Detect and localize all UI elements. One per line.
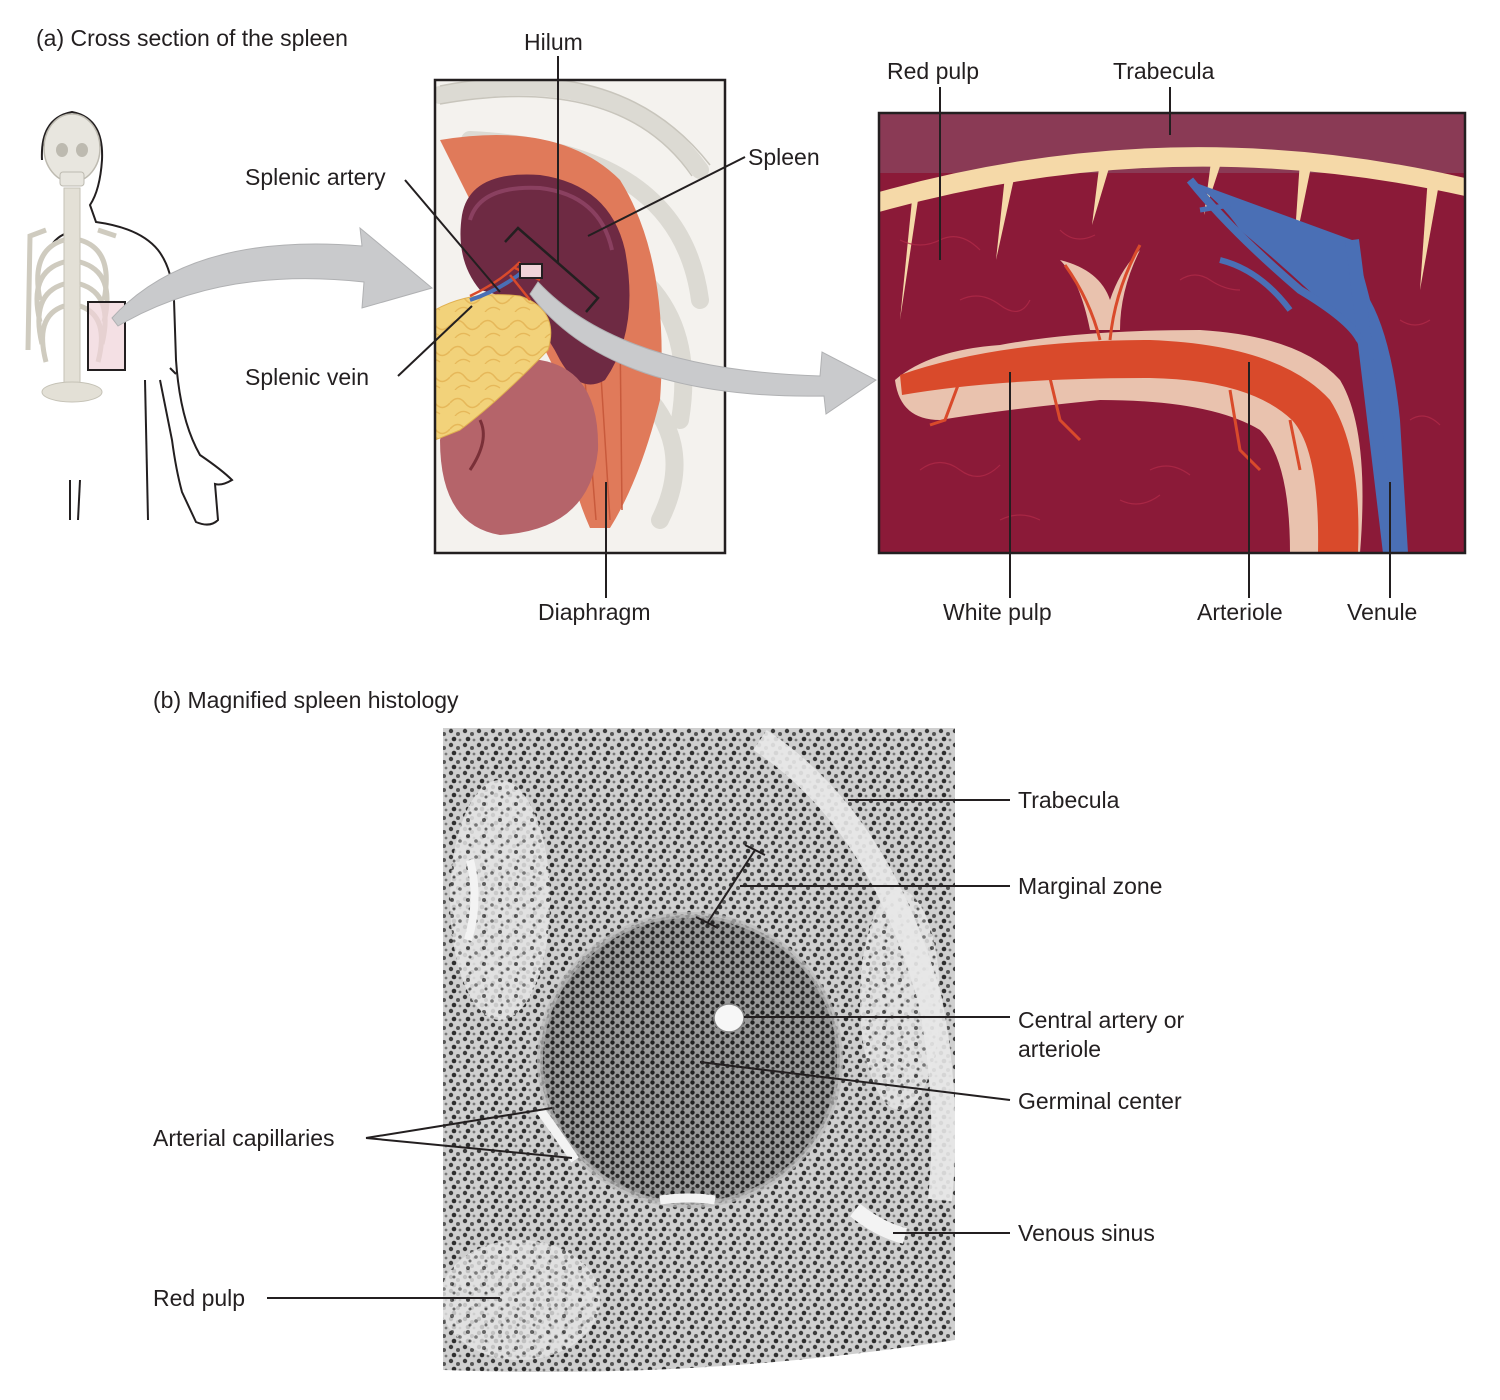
label-marginal-zone: Marginal zone xyxy=(1018,873,1163,899)
label-arteriole: Arteriole xyxy=(1197,599,1283,625)
label-splenic-vein: Splenic vein xyxy=(245,364,370,390)
spleen-anatomy-panel xyxy=(435,80,725,553)
label-trabecula-a: Trabecula xyxy=(1113,58,1215,84)
label-white-pulp: White pulp xyxy=(943,599,1052,625)
pulp-detail-panel xyxy=(879,113,1465,553)
leader-lines xyxy=(267,56,1391,1299)
panel-a-title: (a) Cross section of the spleen xyxy=(36,25,348,51)
label-venule: Venule xyxy=(1347,599,1418,625)
label-germinal-center: Germinal center xyxy=(1018,1088,1182,1114)
label-central-artery-line2: arteriole xyxy=(1018,1036,1102,1062)
label-central-artery-line1: Central artery or xyxy=(1018,1007,1185,1033)
label-red-pulp-a: Red pulp xyxy=(887,58,980,84)
label-venous-sinus: Venous sinus xyxy=(1018,1220,1155,1246)
label-splenic-artery: Splenic artery xyxy=(245,164,386,190)
label-hilum: Hilum xyxy=(524,29,583,55)
skeleton xyxy=(25,113,117,403)
zoom-arrow-1 xyxy=(111,226,434,327)
label-diaphragm: Diaphragm xyxy=(538,599,651,625)
label-arterial-capillaries: Arterial capillaries xyxy=(153,1125,335,1151)
label-trabecula-b: Trabecula xyxy=(1018,787,1120,813)
zoom-arrow-2 xyxy=(529,281,877,415)
panel-b-title: (b) Magnified spleen histology xyxy=(153,687,459,713)
histology-micrograph xyxy=(443,728,955,1372)
label-spleen: Spleen xyxy=(748,144,820,170)
label-red-pulp-b: Red pulp xyxy=(153,1285,246,1311)
